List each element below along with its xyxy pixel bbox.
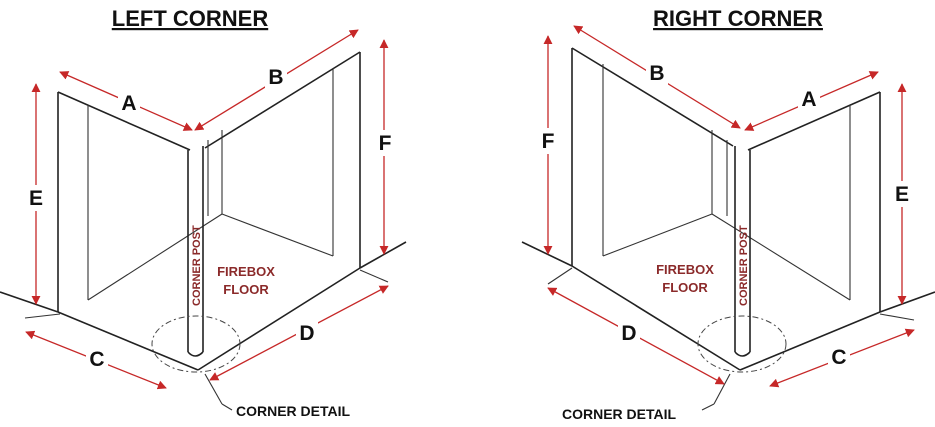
left-dim-b-label: B bbox=[268, 66, 283, 89]
left-structure bbox=[0, 51, 407, 411]
left-floor-label-line2: FLOOR bbox=[223, 282, 269, 297]
right-floor-label-line1: FIREBOX bbox=[656, 262, 714, 277]
left-dim-f-label: F bbox=[379, 132, 392, 155]
left-corner-detail-label: CORNER DETAIL bbox=[236, 403, 351, 419]
right-corner-detail-label: CORNER DETAIL bbox=[562, 406, 677, 422]
left-dim-a-label: A bbox=[121, 92, 136, 115]
left-floor-label-line1: FIREBOX bbox=[217, 264, 275, 279]
right-dim-d-label: D bbox=[621, 322, 636, 345]
right-structure bbox=[521, 47, 935, 411]
right-dim-f-label: F bbox=[542, 130, 555, 153]
left-corner-diagram: LEFT CORNER bbox=[0, 6, 407, 419]
right-dim-b-label: B bbox=[649, 62, 664, 85]
right-dim-c-label: C bbox=[831, 346, 846, 369]
right-corner-diagram: RIGHT CORNER bbox=[521, 6, 935, 422]
left-dim-c-label: C bbox=[89, 348, 104, 371]
left-dim-d-label: D bbox=[299, 322, 314, 345]
left-dim-e-label: E bbox=[29, 187, 43, 210]
right-corner-post-label: CORNER POST bbox=[738, 225, 750, 306]
left-corner-post-label: CORNER POST bbox=[191, 225, 203, 306]
left-corner-title: LEFT CORNER bbox=[112, 6, 269, 31]
right-dim-a-label: A bbox=[801, 88, 816, 111]
right-corner-title: RIGHT CORNER bbox=[653, 6, 823, 31]
right-dim-e-label: E bbox=[895, 183, 909, 206]
right-floor-label-line2: FLOOR bbox=[662, 280, 708, 295]
